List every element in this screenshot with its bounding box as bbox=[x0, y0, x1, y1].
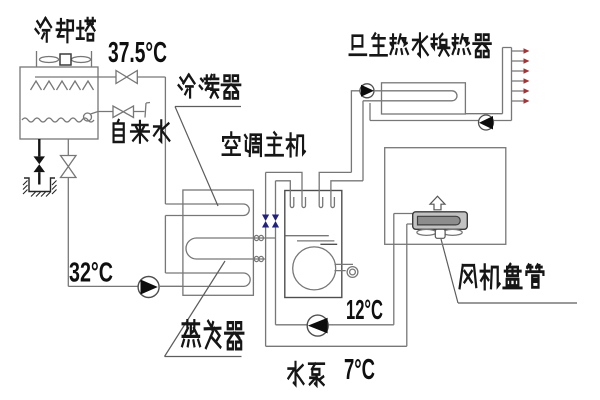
svg-text:37.5°C: 37.5°C bbox=[108, 37, 167, 69]
svg-text:7°C: 7°C bbox=[344, 354, 375, 386]
svg-text:12°C: 12°C bbox=[346, 294, 383, 325]
svg-text:32°C: 32°C bbox=[69, 257, 113, 288]
